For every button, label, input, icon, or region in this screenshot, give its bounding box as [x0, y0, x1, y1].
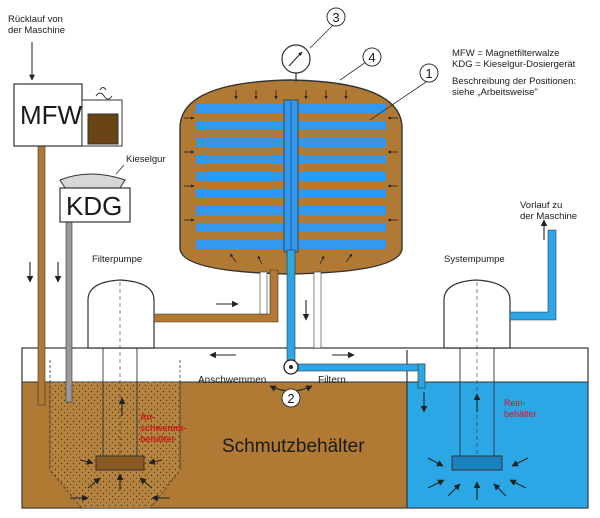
- clean-header-pipe: [294, 363, 426, 372]
- supply-line-label-1: Vorlauf zu: [520, 200, 562, 211]
- return-line-label-1: Rücklauf von: [8, 14, 63, 25]
- filterpumpe-housing: [87, 279, 155, 349]
- return-line-label-2: der Maschine: [8, 25, 65, 36]
- supply-pipe: [509, 229, 557, 321]
- clean-outlet-pipe: [286, 249, 296, 365]
- systempumpe-label: Systempumpe: [444, 254, 505, 265]
- anschwemmen-label: Anschwemmen: [198, 375, 266, 386]
- anschwemm-label-2: schwemm-: [140, 423, 187, 433]
- legend-line-1: MFW = Magnetfilterwalze: [452, 48, 559, 59]
- kdg-label: KDG: [66, 191, 122, 221]
- position-4-label: 4: [368, 50, 375, 65]
- position-3-label: 3: [332, 10, 339, 25]
- position-1-callout: [419, 63, 439, 83]
- schmutzbehaelter-label: Schmutzbehälter: [222, 436, 365, 457]
- kieselgur-drop-pipe: [65, 221, 73, 403]
- position-3-callout: [326, 7, 346, 27]
- legend-line-4: siehe „Arbeitsweise": [452, 87, 538, 98]
- legend-line-3: Beschreibung der Positionen:: [452, 76, 576, 87]
- position-2-label: 2: [287, 391, 294, 406]
- kieselgur-label: Kieselgur: [126, 154, 166, 165]
- dirty-feed-pipe: [153, 269, 279, 323]
- mfw-label: MFW: [20, 100, 83, 130]
- reinbehaelter-liquid: [406, 381, 589, 509]
- position-1-label: 1: [425, 66, 432, 81]
- rein-label-2: behälter: [504, 409, 537, 419]
- position-4-callout: [362, 47, 382, 67]
- mfw-box: [13, 83, 83, 147]
- kdg-box: [59, 187, 131, 223]
- position-2-callout: [281, 388, 301, 408]
- filtern-label: Filtern: [318, 375, 346, 386]
- return-pipe: [37, 144, 46, 406]
- filterpumpe-impeller: [95, 455, 145, 471]
- anschwemm-label-1: An-: [140, 412, 155, 422]
- filterpumpe-label: Filterpumpe: [92, 254, 142, 265]
- supply-line-label-2: der Maschine: [520, 211, 577, 222]
- kieselgur-hopper: [59, 173, 126, 189]
- rein-label-1: Rein-: [504, 398, 526, 408]
- mfw-sludge-bin: [87, 113, 119, 145]
- anschwemm-label-3: behälter: [140, 434, 176, 444]
- systempumpe-impeller: [451, 455, 503, 471]
- legend-line-2: KDG = Kieselgur-Dosiergerät: [452, 59, 576, 70]
